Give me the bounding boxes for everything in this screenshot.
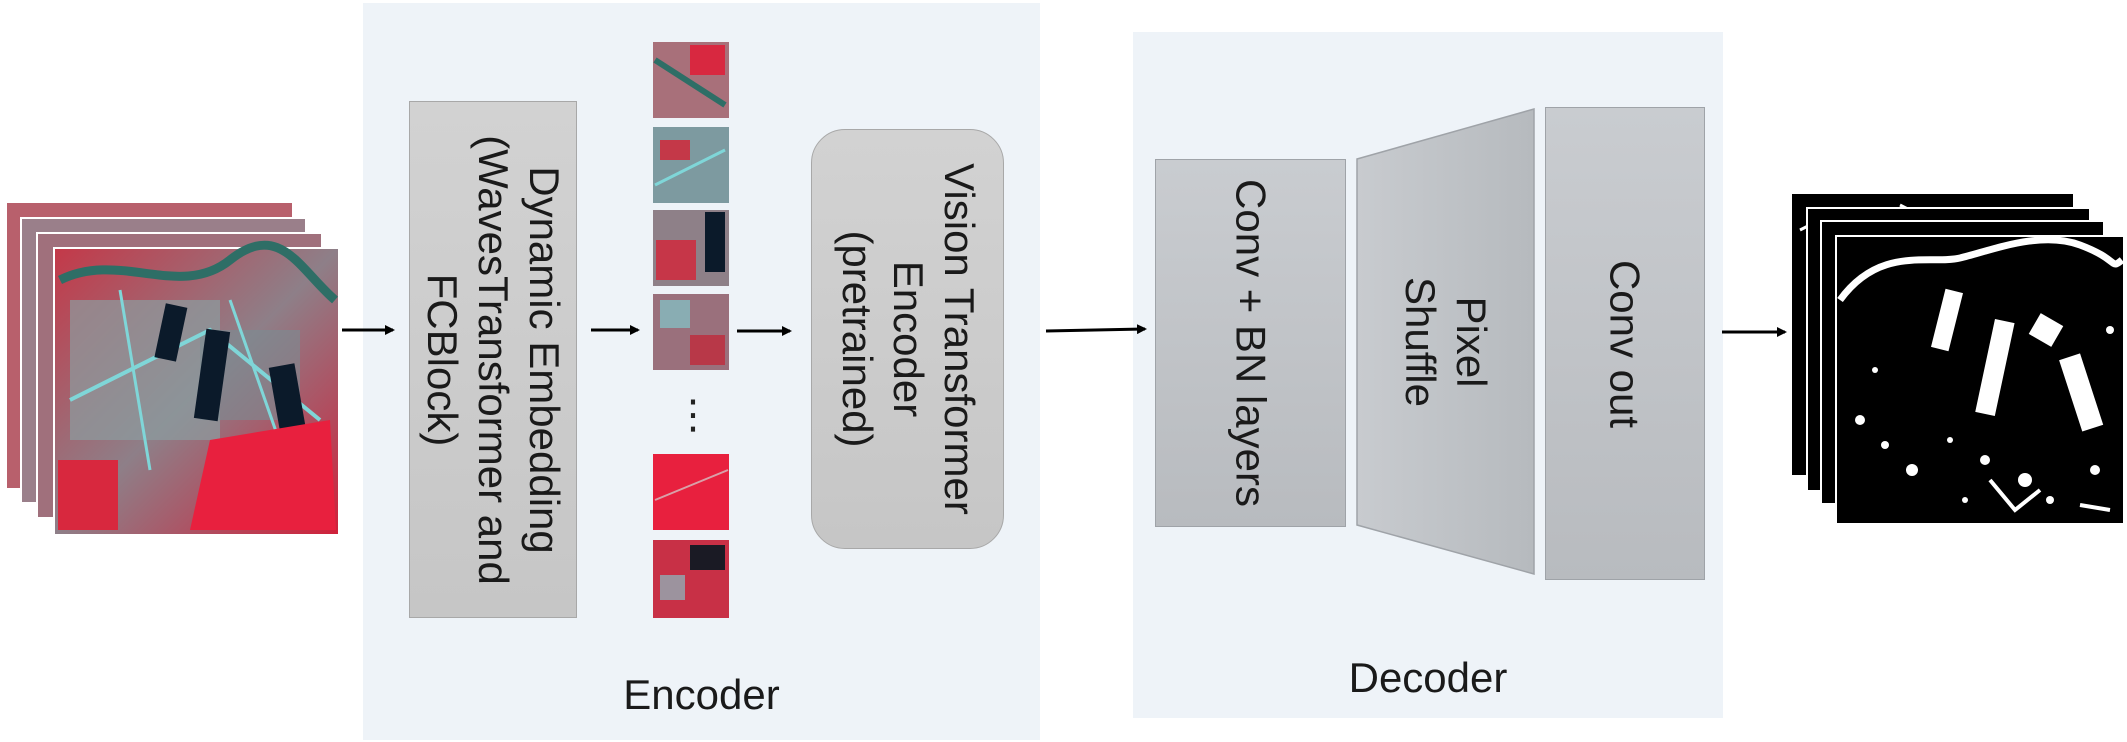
patch-1 [653,42,729,118]
conv-out-block: Conv out [1545,107,1705,580]
input-frame-front [53,240,340,536]
arrow-encoder-to-decoder [1045,324,1147,335]
patch-5 [653,454,729,530]
dynamic-embedding-block: Dynamic Embedding (WavesTransformer and … [409,101,577,618]
patch-6 [653,540,729,618]
patch-ellipsis: ⋮ [673,392,713,438]
patch-2 [653,127,729,203]
patch-3 [653,210,729,286]
patch-4 [653,294,729,370]
conv-bn-block: Conv + BN layers [1155,159,1346,527]
vision-transformer-encoder-block: Vision Transformer Encoder (pretrained) [811,129,1004,549]
decoder-label: Decoder [1348,654,1508,701]
encoder-label: Encoder [623,671,780,718]
output-frame-front [1835,235,2125,525]
